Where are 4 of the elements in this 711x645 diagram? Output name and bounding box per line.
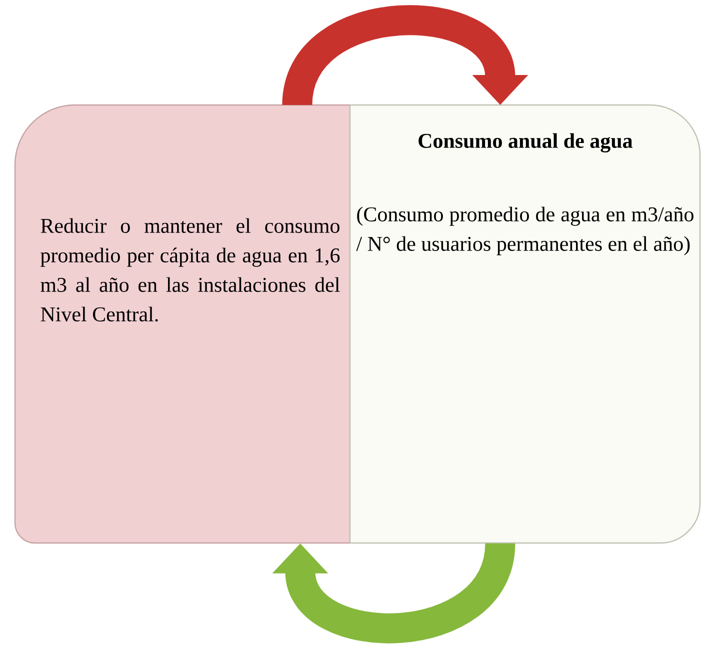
curved-arrow xyxy=(282,6,528,108)
text-box: Consumo anual de agua (Consumo promedio de agua en m3/año / N° de usuarios permanentes en el año) xyxy=(349,104,701,544)
curved-arrow xyxy=(272,541,516,643)
text-box: Reducir o mantener el consumo promedio per cápita de agua en 1,6 m3 al año en las instalaciones del Nivel Central. xyxy=(14,104,351,544)
